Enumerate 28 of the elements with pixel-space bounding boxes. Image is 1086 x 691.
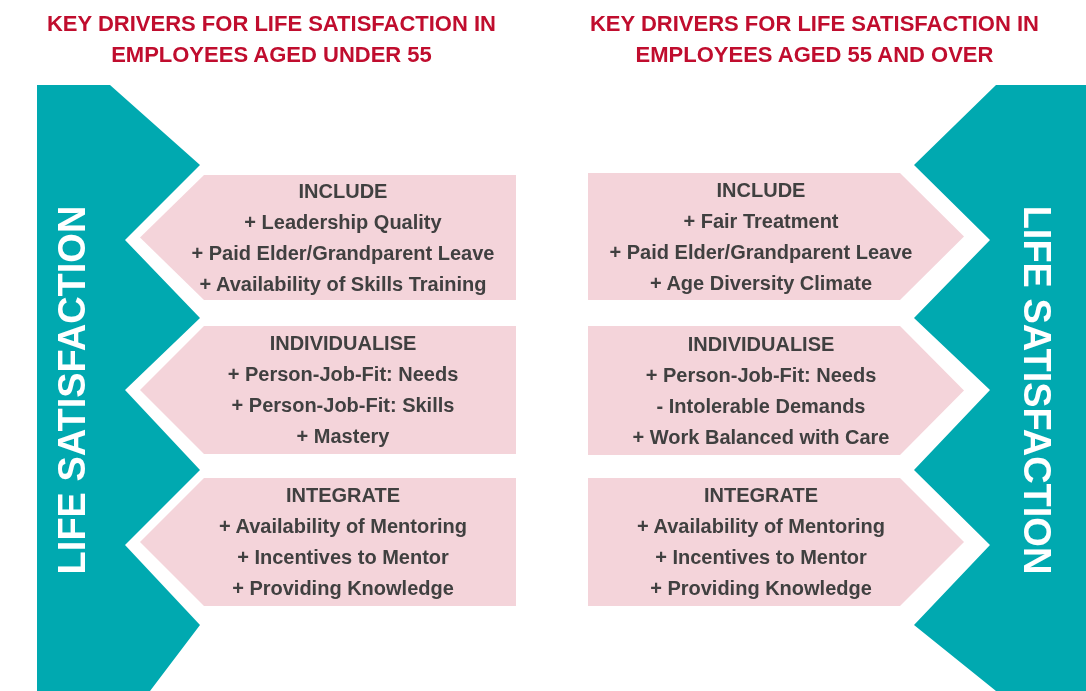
driver-item: + Fair Treatment xyxy=(683,208,839,234)
category-heading: INDIVIDUALISE xyxy=(269,331,417,356)
side-label: LIFE SATISFACTION xyxy=(50,205,94,575)
driver-item: - Intolerable Demands xyxy=(656,393,866,419)
category-heading: INCLUDE xyxy=(298,178,388,204)
driver-item: + Paid Elder/Grandparent Leave xyxy=(609,239,913,265)
column-heading: KEY DRIVERS FOR LIFE SATISFACTION IN EMPLOYEES AGED 55 AND OVER xyxy=(589,10,1040,69)
side-label: LIFE SATISFACTION xyxy=(1015,205,1059,575)
driver-item: + Person-Job-Fit: Skills xyxy=(231,393,455,418)
driver-item: + Person-Job-Fit: Needs xyxy=(227,362,459,387)
driver-item: + Availability of Skills Training xyxy=(199,271,487,297)
driver-item: + Mastery xyxy=(296,424,390,449)
driver-item: + Providing Knowledge xyxy=(650,576,872,601)
driver-item: + Age Diversity Climate xyxy=(649,270,873,296)
category-heading: INTEGRATE xyxy=(703,483,819,508)
driver-item: + Incentives to Mentor xyxy=(237,545,449,570)
driver-item: + Availability of Mentoring xyxy=(637,514,885,539)
driver-item: + Work Balanced with Care xyxy=(632,424,890,450)
driver-item: + Person-Job-Fit: Needs xyxy=(645,362,877,388)
category-heading: INDIVIDUALISE xyxy=(687,331,835,357)
driver-item: + Availability of Mentoring xyxy=(219,514,467,539)
driver-item: + Leadership Quality xyxy=(244,209,442,235)
driver-item: + Paid Elder/Grandparent Leave xyxy=(191,240,495,266)
category-heading: INTEGRATE xyxy=(285,483,401,508)
category-heading: INCLUDE xyxy=(716,177,806,203)
driver-item: + Providing Knowledge xyxy=(232,576,454,601)
column-heading: KEY DRIVERS FOR LIFE SATISFACTION IN EMPLOYEES AGED UNDER 55 xyxy=(46,10,497,69)
driver-item: + Incentives to Mentor xyxy=(655,545,867,570)
